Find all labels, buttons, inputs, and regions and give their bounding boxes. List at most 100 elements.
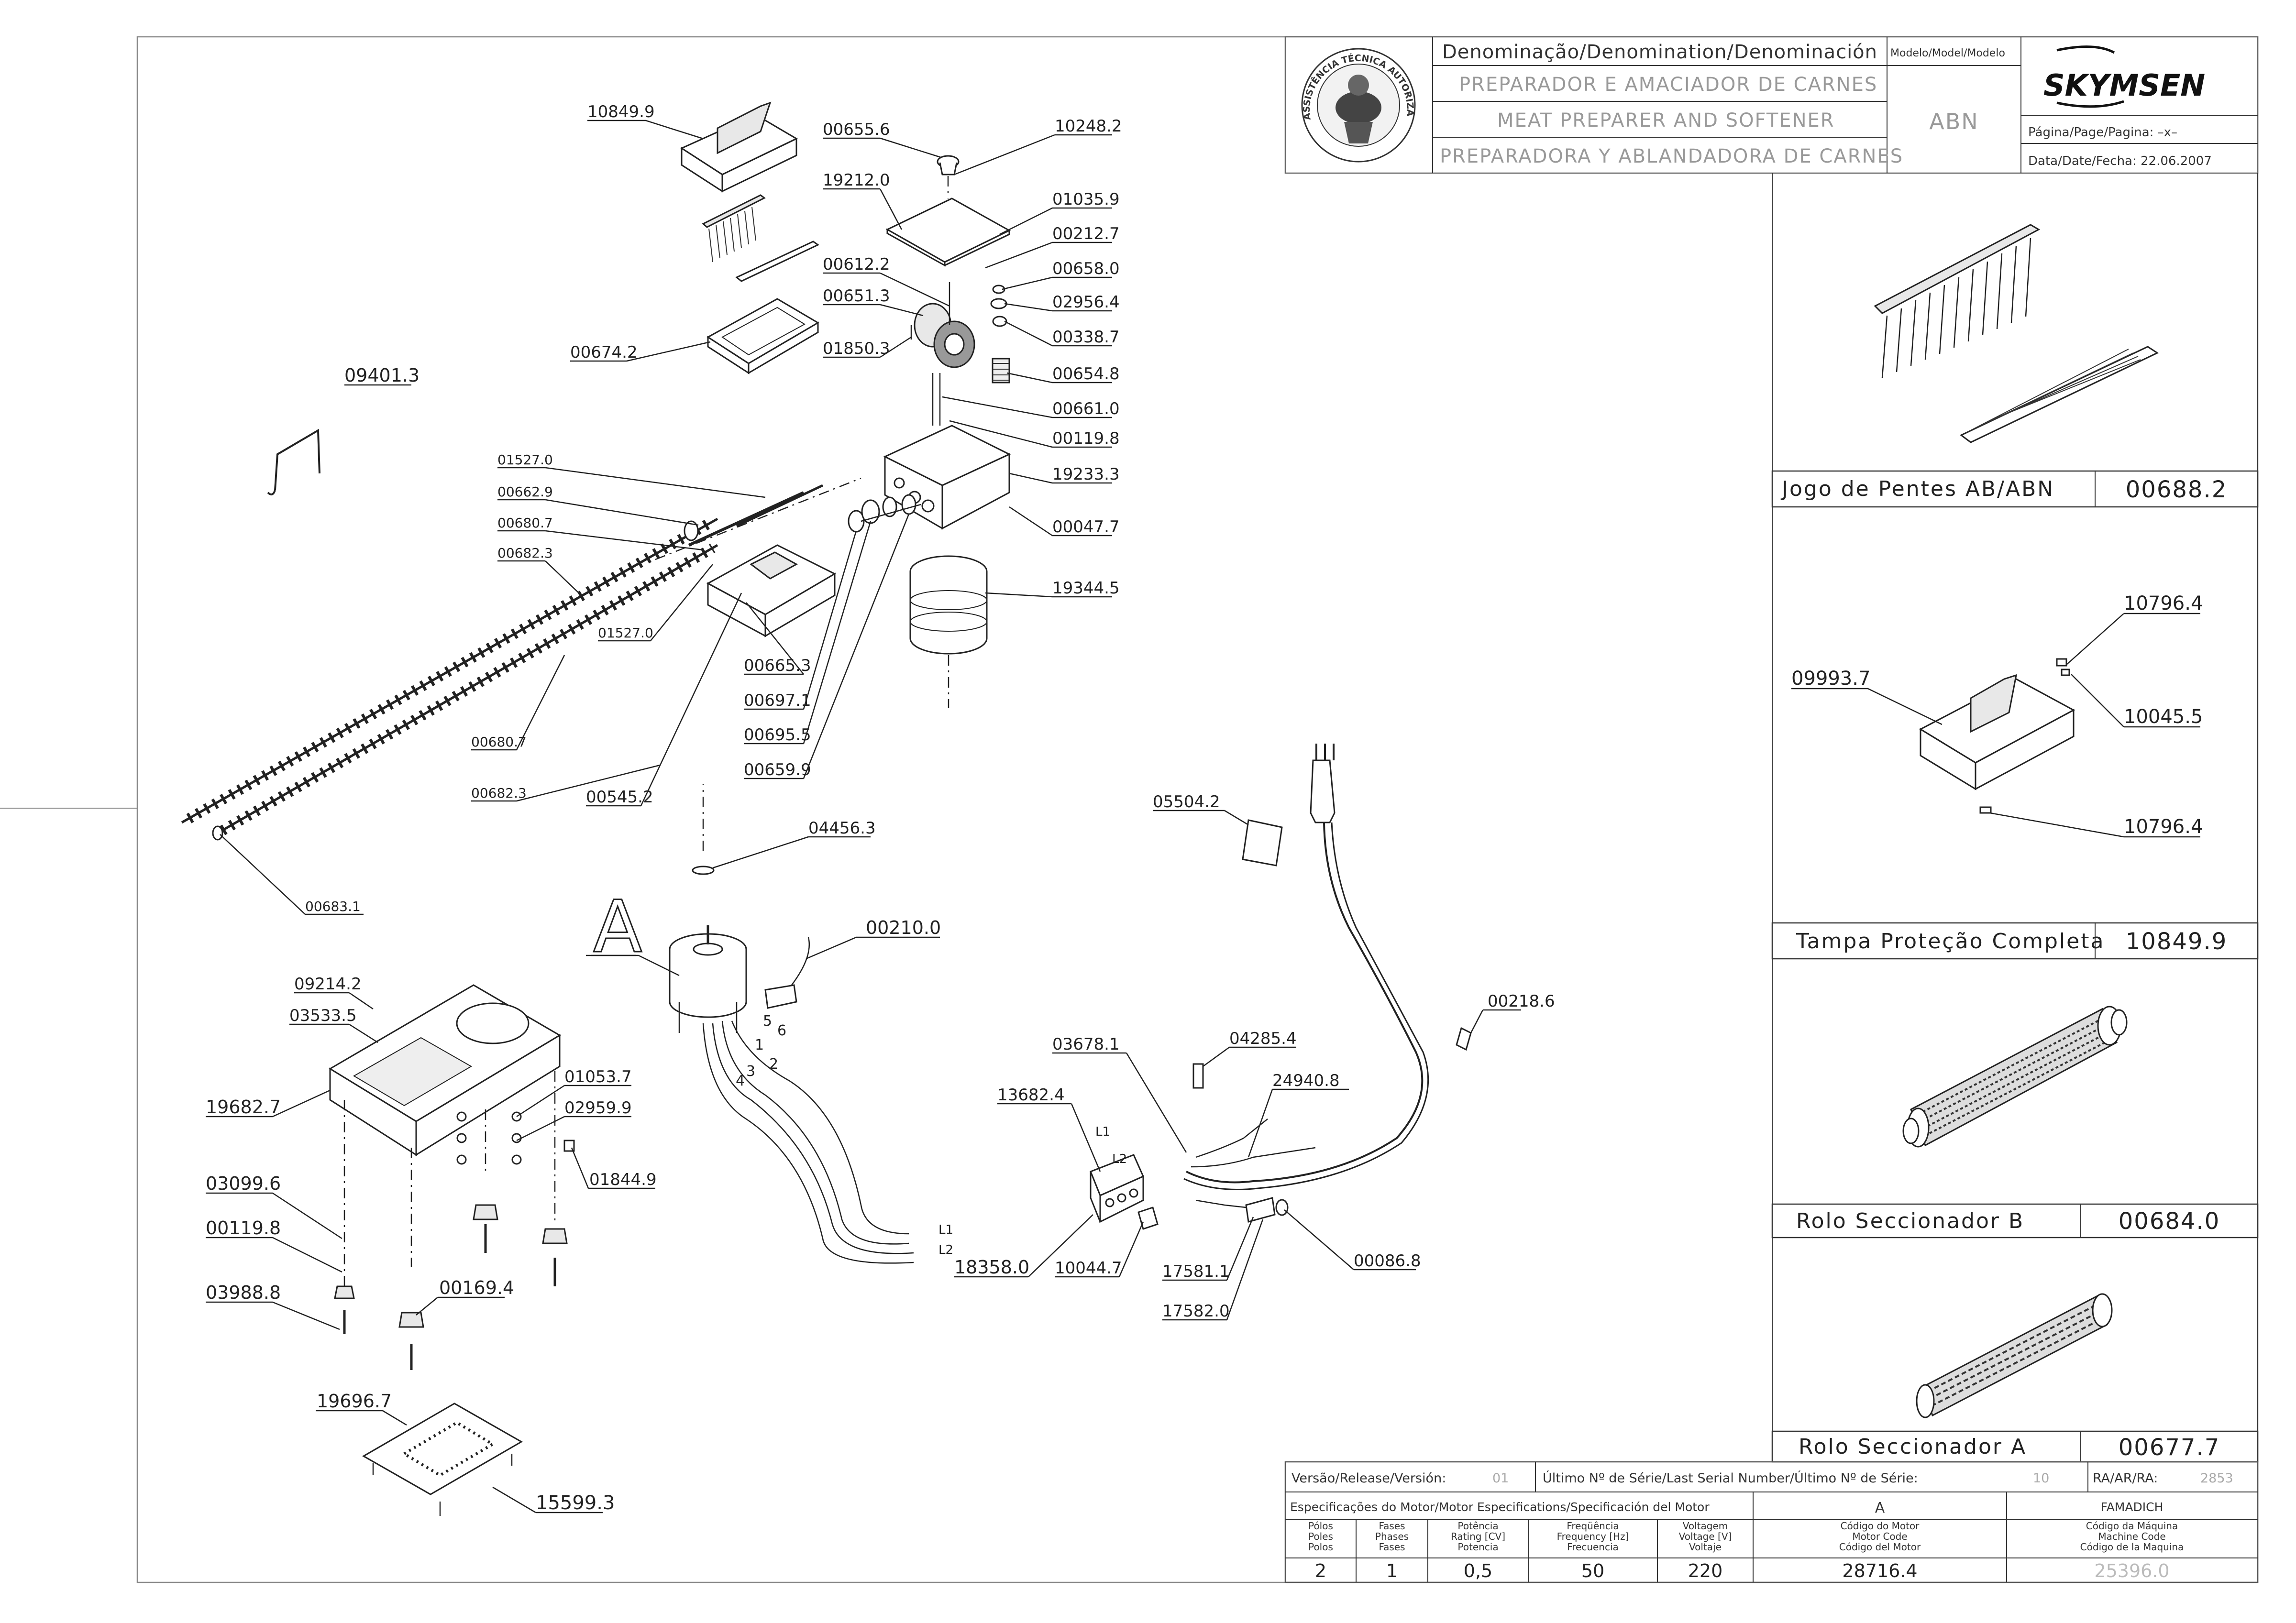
serial-label: Último Nº de Série/Last Serial Number/Úl… <box>1543 1470 1918 1486</box>
col-poles: Pólos Poles Polos 2 <box>1308 1520 1333 1581</box>
spec-table: Versão/Release/Versión: 01 Último Nº de … <box>1284 1461 2259 1583</box>
label-00169-4: 00169.4 <box>439 1277 514 1298</box>
label-00674-2: 00674.2 <box>570 343 638 362</box>
part-cover-plate <box>885 197 1011 267</box>
svg-text:Pólos: Pólos <box>1308 1520 1333 1532</box>
label-01844-9: 01844.9 <box>589 1170 657 1189</box>
part-power-cord <box>1183 744 1429 1190</box>
label-05504-2: 05504.2 <box>1153 792 1220 812</box>
label-10248-2: 10248.2 <box>1055 117 1122 136</box>
label-10044-7: 10044.7 <box>1055 1259 1122 1278</box>
panel-code-roller-b: 00684.0 <box>2119 1208 2220 1235</box>
label-00662-9: 00662.9 <box>497 484 553 500</box>
svg-text:Frequency [Hz]: Frequency [Hz] <box>1557 1531 1629 1542</box>
seal-text: ASSISTÊNCIA TÉCNICA AUTORIZADA <box>0 0 1415 121</box>
label-00665-3: 00665.3 <box>744 656 811 675</box>
label-00655-6: 00655.6 <box>823 120 890 139</box>
svg-text:Voltage [V]: Voltage [V] <box>1679 1531 1732 1542</box>
svg-text:2: 2 <box>769 1056 778 1073</box>
label-19344-5: 19344.5 <box>1052 579 1120 598</box>
label-17581-1: 17581.1 <box>1162 1262 1230 1281</box>
label-13682-4: 13682.4 <box>997 1086 1065 1105</box>
col-voltage: Voltagem Voltage [V] Voltaje 220 <box>1679 1520 1732 1581</box>
right-panels: Jogo de Pentes AB/ABN 00688.2 Tampa Prot… <box>1771 173 2259 1463</box>
part-capacitor <box>764 937 810 1009</box>
svg-text:L1: L1 <box>938 1223 953 1237</box>
label-03988-8: 03988.8 <box>206 1282 281 1303</box>
panel-code-comb-set: 00688.2 <box>2126 476 2228 503</box>
cover-drawing <box>1919 658 2075 814</box>
motor-spec-columns: Pólos Poles Polos 2 Fases Phases Fases 1… <box>1308 1520 2184 1581</box>
comb-set-panel: Jogo de Pentes AB/ABN 00688.2 <box>1771 224 2259 508</box>
label-00682-3-bottom: 00682.3 <box>471 785 527 801</box>
svg-text:Motor Code: Motor Code <box>1852 1531 1907 1542</box>
model-header: Modelo/Model/Modelo <box>1890 47 2005 59</box>
svg-text:Código del Motor: Código del Motor <box>1839 1541 1921 1553</box>
col-motor-code: Código do Motor Motor Code Código del Mo… <box>1839 1520 1921 1581</box>
label-00119-8-top: 00119.8 <box>1052 429 1120 448</box>
svg-text:Código de la Maquina: Código de la Maquina <box>2080 1541 2184 1553</box>
svg-text:5: 5 <box>763 1013 772 1030</box>
label-01850-3: 01850.3 <box>823 339 890 358</box>
label-15599-3: 15599.3 <box>536 1492 615 1514</box>
svg-text:L2: L2 <box>938 1243 953 1257</box>
motor-spec-header: Especificações do Motor/Motor Especifica… <box>1290 1500 1710 1514</box>
label-10849-9: 10849.9 <box>587 102 655 121</box>
label-00651-3: 00651.3 <box>823 286 890 306</box>
title-block: ASSISTÊNCIA TÉCNICA AUTORIZADA Denominaç… <box>0 0 2259 174</box>
svg-text:Machine Code: Machine Code <box>2098 1531 2165 1542</box>
col-phases: Fases Phases Fases 1 <box>1375 1520 1409 1581</box>
part-comb <box>702 194 819 282</box>
svg-text:3: 3 <box>746 1063 755 1080</box>
label-10045-5: 10045.5 <box>2124 706 2203 728</box>
part-coupling <box>909 555 988 708</box>
part-switch <box>1090 1154 1159 1230</box>
frequency-value: 50 <box>1581 1560 1604 1581</box>
skymsen-logo: SKYMSEN <box>2043 45 2205 108</box>
comb-drawing <box>1874 224 2159 443</box>
svg-text:Potencia: Potencia <box>1457 1541 1498 1553</box>
part-cable-gland <box>1456 1027 1472 1051</box>
svg-text:L2: L2 <box>1112 1152 1127 1166</box>
label-10796-4-bottom: 10796.4 <box>2124 816 2203 838</box>
roller-a-panel: Rolo Seccionador A 00677.7 <box>1771 1293 2259 1463</box>
part-spring-stack <box>932 285 1010 426</box>
rating-value: 0,5 <box>1464 1560 1492 1581</box>
label-00658-0: 00658.0 <box>1052 259 1120 278</box>
label-03099-6: 03099.6 <box>206 1173 281 1194</box>
part-motor <box>669 925 747 1033</box>
label-09214-2: 09214.2 <box>294 975 362 994</box>
part-fuse-holder <box>1195 1197 1289 1223</box>
denomination-header: Denominação/Denomination/Denominación <box>1442 41 1877 63</box>
brand-logo-text: SKYMSEN <box>2043 68 2205 103</box>
machine-code-value: 25396.0 <box>2094 1560 2169 1581</box>
svg-text:Potência: Potência <box>1457 1520 1498 1532</box>
label-04285-4: 04285.4 <box>1229 1029 1297 1048</box>
label-00210-0: 00210.0 <box>866 917 941 938</box>
label-10796-4-top: 10796.4 <box>2124 592 2203 614</box>
protection-cover-panel: Tampa Proteção Completa 10849.9 09993.7 … <box>1771 592 2259 960</box>
date-label: Data/Date/Fecha: 22.06.2007 <box>2028 154 2212 168</box>
exploded-view <box>181 101 1472 1516</box>
phases-value: 1 <box>1386 1560 1398 1581</box>
label-09401-3: 09401.3 <box>344 365 419 386</box>
label-19233-3: 19233.3 <box>1052 465 1120 484</box>
svg-text:L1: L1 <box>1095 1125 1110 1139</box>
svg-text:1: 1 <box>755 1037 764 1053</box>
label-00212-7: 00212.7 <box>1052 224 1120 243</box>
machine-code-header: FAMADICH <box>2101 1500 2164 1514</box>
label-19682-7: 19682.7 <box>206 1097 281 1118</box>
label-03678-1: 03678.1 <box>1052 1035 1120 1054</box>
part-knob <box>937 155 960 198</box>
roller-a-drawing <box>1916 1293 2113 1418</box>
label-17582-0: 17582.0 <box>1162 1302 1230 1321</box>
label-09993-7: 09993.7 <box>1791 668 1870 690</box>
poles-value: 2 <box>1315 1560 1326 1581</box>
name-spanish: PREPARADORA Y ABLANDADORA DE CARNES <box>1440 145 1903 167</box>
part-base-housing <box>329 984 561 1291</box>
label-00047-7: 00047.7 <box>1052 517 1120 537</box>
label-19696-7: 19696.7 <box>317 1391 392 1412</box>
part-gearbox <box>883 425 1011 530</box>
part-bottom-plate <box>362 1403 523 1516</box>
